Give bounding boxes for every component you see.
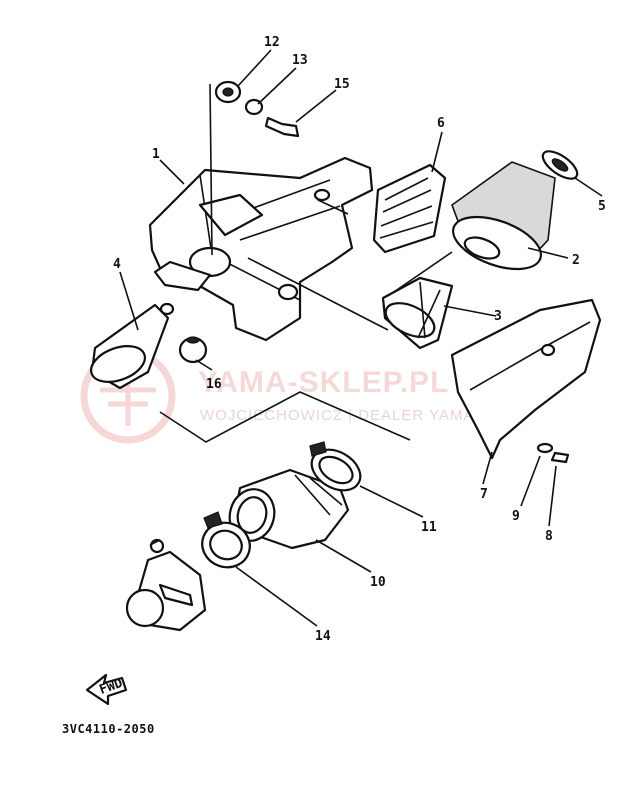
part-1-air-filter-case xyxy=(148,156,374,342)
callout-13: 13 xyxy=(292,53,308,68)
callout-10: 10 xyxy=(370,575,386,590)
callouts: 1 2 3 4 5 6 7 8 9 10 11 12 13 14 15 16 xyxy=(113,35,606,644)
front-direction-arrow: FWD xyxy=(85,673,128,706)
part-2-air-filter-element xyxy=(451,161,556,271)
part-15-bolt xyxy=(264,116,300,138)
callout-2: 2 xyxy=(572,253,580,268)
part-8-9-screw-washer xyxy=(536,442,570,464)
watermark-subtitle: WOJCIECHOWICZ | DEALER YAMAHA xyxy=(200,407,497,424)
callout-15: 15 xyxy=(334,77,350,92)
callout-8: 8 xyxy=(545,529,553,544)
part-code: 3VC4110-2050 xyxy=(62,722,155,736)
callout-3: 3 xyxy=(494,309,502,324)
part-12-grommet xyxy=(214,80,242,104)
part-4-joint xyxy=(90,302,175,390)
callout-12: 12 xyxy=(264,35,280,50)
callout-1: 1 xyxy=(152,147,160,162)
part-14-clamp xyxy=(201,511,251,569)
callout-9: 9 xyxy=(512,509,520,524)
watermark-title: YAMA-SKLEP.PL xyxy=(198,366,449,399)
part-16-grommet xyxy=(178,336,208,364)
callout-16: 16 xyxy=(206,377,222,392)
part-7-cover xyxy=(450,298,602,460)
callout-6: 6 xyxy=(437,116,445,131)
part-11-clamp xyxy=(309,441,362,492)
part-6-element-frame xyxy=(372,163,447,254)
part-3-filter-guide xyxy=(381,276,454,350)
part-5-grommet xyxy=(541,150,579,180)
callout-5: 5 xyxy=(598,199,606,214)
callout-4: 4 xyxy=(113,257,121,272)
carburetor-reference xyxy=(125,538,207,632)
callout-14: 14 xyxy=(315,629,331,644)
callout-11: 11 xyxy=(421,520,437,535)
leader-lines xyxy=(119,49,603,627)
callout-7: 7 xyxy=(480,487,488,502)
watermark: YAMA-SKLEP.PL WOJCIECHOWICZ | DEALER YAM… xyxy=(80,348,497,444)
